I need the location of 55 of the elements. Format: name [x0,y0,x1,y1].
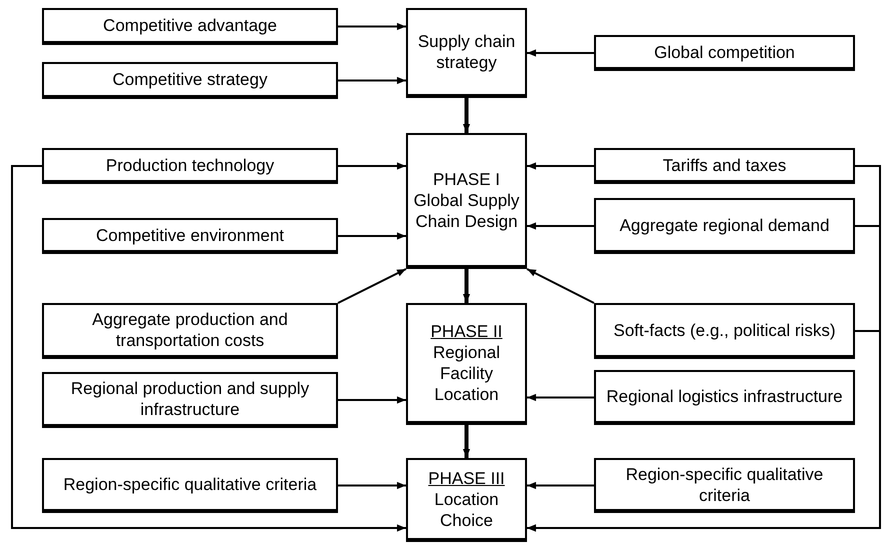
box-label: Competitive advantage [103,15,277,36]
process-box [406,8,527,98]
arrow [338,22,406,30]
arrow [338,232,406,240]
arrow [527,330,881,532]
arrow [527,482,594,490]
box-label: Competitive strategy [112,69,268,90]
process-box [42,148,338,184]
box-label: Tariffs and taxes [662,154,786,176]
arrow [338,76,406,84]
process-box [42,218,338,254]
arrow [527,49,594,57]
box-label: Production technology [106,154,274,176]
process-box [42,8,338,45]
process-box [42,458,338,513]
arrow [338,482,406,490]
arrow [338,396,406,404]
box-label: Competitive environment [96,224,284,246]
process-box [594,303,855,359]
arrow [527,162,594,170]
arrow [338,268,406,304]
arrow [462,98,470,133]
box-label: Global Supply Chain Design [412,190,520,232]
process-box [42,62,338,99]
box-label: Aggregate regional demand [620,214,830,236]
arrow [462,269,470,303]
box-label: Regional logistics infrastructure [606,386,843,407]
process-box [594,35,855,71]
arrow [527,394,594,402]
box-label: Supply chain strategy [416,31,516,73]
process-box [594,458,855,513]
process-box [42,372,338,428]
box-label: Regional Facility Location [432,342,502,405]
arrow [338,162,406,170]
process-box [406,458,527,542]
box-label: Global competition [654,42,795,62]
process-box [406,133,527,269]
box-label: Region-specific qualitative criteria [624,464,824,506]
box-label: Soft-facts (e.g., political risks) [613,320,836,340]
arrow [527,222,594,230]
process-box [594,370,855,425]
process-box [406,303,527,425]
box-label: Region-specific qualitative criteria [63,474,317,495]
phase-heading: PHASE I [432,168,500,190]
box-label: Aggregate production and transportation costs [91,309,289,351]
arrow [462,425,470,458]
phase-heading: PHASE II [430,321,502,342]
process-box [594,198,855,254]
process-box [594,148,855,184]
process-box [42,303,338,359]
box-label: Location Choice [433,488,500,530]
phase-heading: PHASE III [428,468,505,488]
arrow [526,268,594,304]
box-label: Regional production and supply infrastructure [70,378,310,420]
arrow [11,165,406,532]
